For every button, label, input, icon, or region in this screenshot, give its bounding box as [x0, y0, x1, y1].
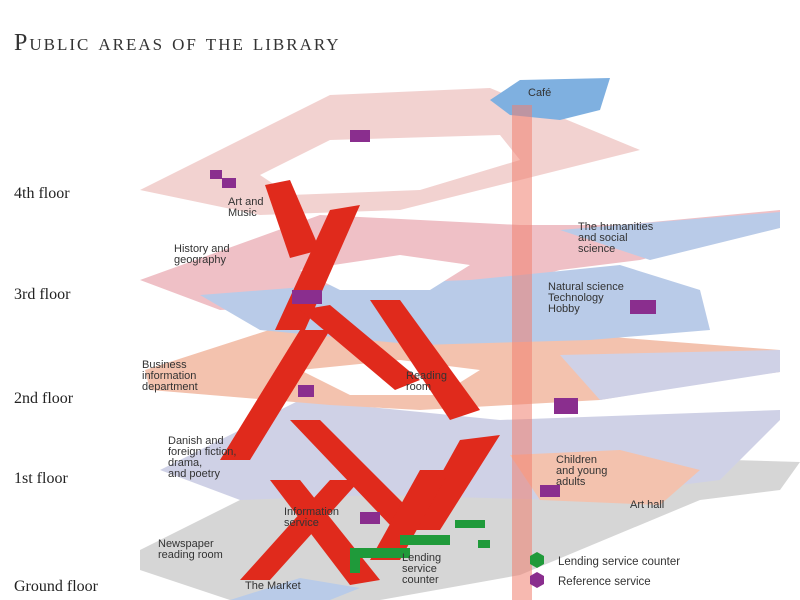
area-label-reading-room-1: Reading: [406, 370, 447, 382]
area-label-danish-fiction-2: foreign fiction,: [168, 446, 236, 458]
area-label-danish-fiction-1: Danish and: [168, 435, 224, 447]
area-label-history-2: geography: [174, 254, 226, 266]
area-label-cafe: Café: [528, 87, 551, 99]
legend: Lending service counter Reference servic…: [530, 552, 680, 588]
area-label-art-hall: Art hall: [630, 499, 664, 511]
lift-shaft: [512, 105, 532, 600]
floor-label-2nd: 2nd floor: [14, 390, 74, 407]
floor-label-3rd: 3rd floor: [14, 286, 71, 303]
area-label-lending-1: Lending: [402, 552, 441, 564]
legend-label-reference: Reference service: [558, 576, 651, 588]
area-label-art-music-2: Music: [228, 207, 257, 219]
area-label-market: The Market: [245, 580, 301, 592]
floor-label-1st: 1st floor: [14, 470, 68, 487]
floor-label-4th: 4th floor: [14, 185, 70, 202]
area-label-art-music-1: Art and: [228, 196, 263, 208]
area-label-history-1: History and: [174, 243, 230, 255]
area-label-newspaper-2: reading room: [158, 549, 223, 561]
purple-hexagon-icon: [530, 572, 544, 588]
area-label-humanities-1: The humanities: [578, 221, 654, 233]
third-floor-plate: [140, 210, 780, 345]
area-label-lending-2: service: [402, 563, 437, 575]
area-label-business-1: Business: [142, 359, 187, 371]
floor-label-ground: Ground floor: [14, 578, 98, 595]
area-label-lending-3: counter: [402, 574, 439, 586]
area-label-information-1: Information: [284, 506, 339, 518]
page-title: Public areas of the library: [14, 30, 341, 56]
area-label-danish-fiction-3: drama,: [168, 457, 202, 469]
reference-service-markers: [210, 130, 656, 524]
area-label-danish-fiction-4: and poetry: [168, 468, 220, 480]
fourth-floor-plate: [140, 78, 640, 215]
area-label-natural-science-1: Natural science: [548, 281, 624, 293]
area-label-reading-room-2: room: [406, 381, 431, 393]
area-label-business-3: department: [142, 381, 198, 393]
area-label-business-2: information: [142, 370, 196, 382]
area-label-humanities-3: science: [578, 243, 615, 255]
green-hexagon-icon: [530, 552, 544, 568]
area-label-children-1: Children: [556, 454, 597, 466]
area-label-natural-science-2: Technology: [548, 292, 604, 304]
area-label-newspaper-1: Newspaper: [158, 538, 214, 550]
area-label-humanities-2: and social: [578, 232, 628, 244]
lending-counter-shape: [350, 520, 490, 573]
legend-label-lending: Lending service counter: [558, 556, 680, 568]
area-label-children-2: and young: [556, 465, 607, 477]
area-label-information-2: service: [284, 517, 319, 529]
area-label-children-3: adults: [556, 476, 586, 488]
area-label-natural-science-3: Hobby: [548, 303, 580, 315]
